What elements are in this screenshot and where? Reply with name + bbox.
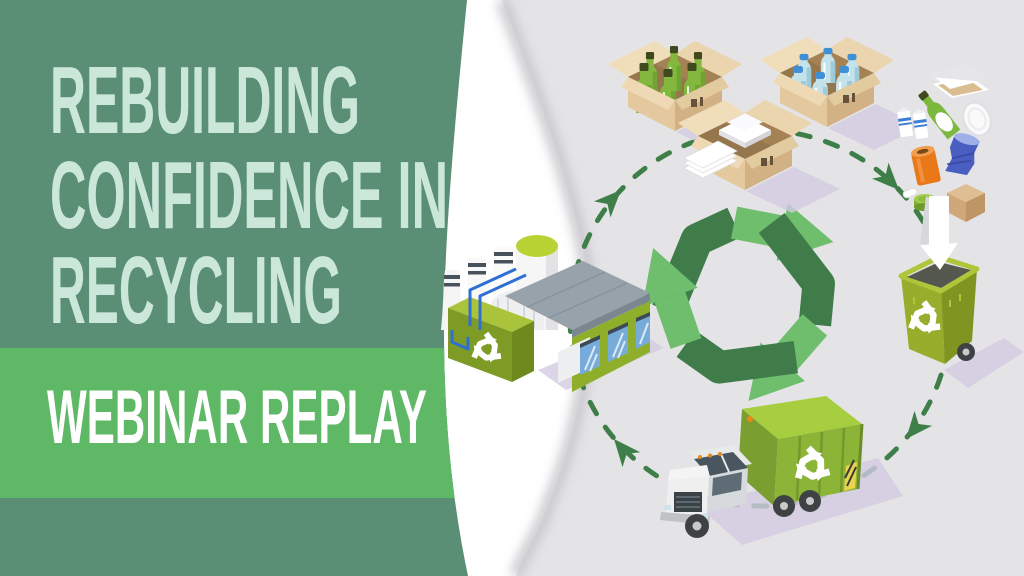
banner-text: REBUILDING CONFIDENCE IN RECYCLING WEBIN… bbox=[47, 47, 448, 460]
box-of-paper bbox=[678, 100, 840, 213]
recycling-bin bbox=[898, 196, 1024, 388]
title-panel bbox=[0, 0, 468, 576]
flow-arrowhead-se bbox=[906, 410, 933, 439]
flow-arrowhead-sw bbox=[614, 439, 641, 468]
recycling-plant bbox=[441, 235, 664, 392]
subtitle-band bbox=[0, 348, 468, 498]
recyclable-items bbox=[896, 64, 992, 222]
pizza-box bbox=[930, 64, 989, 98]
subtitle: WEBINAR REPLAY bbox=[47, 375, 427, 460]
flow-arrowhead-nw bbox=[593, 190, 621, 218]
paper-stack bbox=[683, 140, 738, 179]
green-bottle bbox=[918, 90, 961, 140]
crushed-blue-can bbox=[945, 133, 980, 176]
capsule bbox=[902, 187, 918, 199]
truck-cab bbox=[660, 445, 821, 538]
orange-can bbox=[910, 145, 941, 186]
garbage-truck bbox=[660, 396, 903, 545]
factory-buildings bbox=[448, 261, 650, 392]
factory-pipes bbox=[450, 267, 527, 351]
recycling-arrows-icon bbox=[642, 203, 835, 402]
plate bbox=[962, 101, 992, 137]
flow-arrowhead-ne bbox=[871, 162, 899, 190]
small-cardboard-box bbox=[947, 184, 985, 222]
title-line-2: CONFIDENCE IN bbox=[50, 142, 448, 249]
factory-windows bbox=[580, 312, 650, 375]
title-line-3: RECYCLING bbox=[50, 237, 342, 344]
title-line-1: REBUILDING bbox=[50, 47, 360, 154]
milk-cartons bbox=[896, 107, 930, 140]
drop-arrow bbox=[920, 196, 958, 270]
